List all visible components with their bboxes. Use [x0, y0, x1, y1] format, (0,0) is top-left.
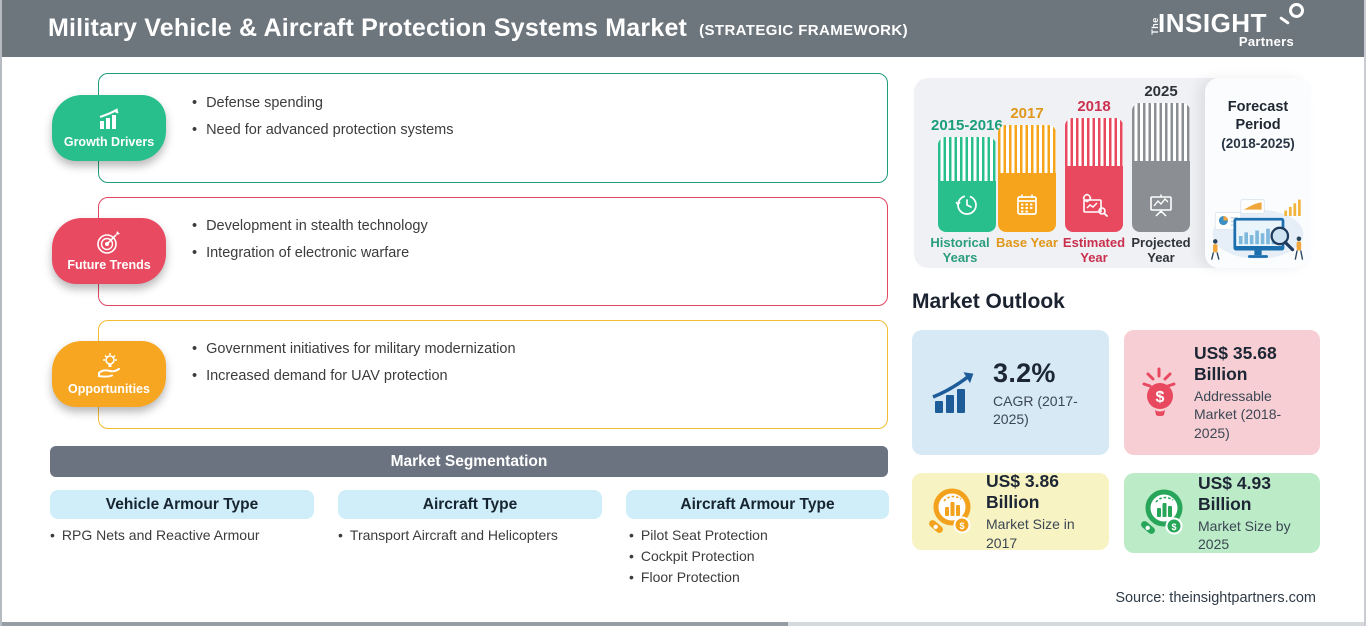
horizontal-scrollbar-track[interactable] [2, 622, 1364, 626]
magnifier-handle-icon [1279, 16, 1290, 25]
magnifier-chart-icon: $ [1141, 489, 1183, 535]
vehicle-armour-list: RPG Nets and Reactive Armour [50, 525, 260, 546]
bar-stripes [937, 137, 996, 181]
cagr-card: 3.2% CAGR (2017-2025) [912, 330, 1109, 455]
list-item: Increased demand for UAV protection [192, 368, 516, 384]
growth-arrow-chart-icon [932, 371, 974, 413]
list-item: Integration of electronic warfare [192, 245, 428, 261]
presentation-chart-icon [1150, 194, 1172, 217]
card-text: US$ 35.68 Billion Addressable Market (20… [1194, 343, 1312, 442]
list-item: Cockpit Protection [629, 546, 768, 567]
pill-label: Growth Drivers [63, 135, 155, 149]
forecast-title: Forecast Period [1227, 99, 1289, 134]
timeline-bar-base: 2017 [998, 105, 1056, 232]
header-bar: Military Vehicle & Aircraft Protection S… [2, 0, 1364, 57]
dollar-bulb-icon: $ [1142, 367, 1176, 416]
growth-drivers-list: Defense spending Need for advanced prote… [192, 95, 454, 149]
magnifier-icon [1289, 3, 1304, 18]
market-outlook-title: Market Outlook [912, 290, 1065, 313]
source-attribution: Source: theinsightpartners.com [1115, 590, 1316, 606]
segment-header-aircraft-type: Aircraft Type [338, 490, 602, 519]
opportunities-list: Government initiatives for military mode… [192, 341, 516, 395]
segment-header-vehicle-armour: Vehicle Armour Type [50, 490, 314, 519]
bar-caption: Estimated Year [1062, 235, 1126, 265]
segment-header-aircraft-armour: Aircraft Armour Type [626, 490, 889, 519]
bar-stripes [998, 125, 1056, 173]
market-size-2025-card: $ US$ 4.93 Billion Market Size by 2025 [1124, 473, 1320, 553]
timeline-bar-estimated: 2018 [1065, 98, 1123, 232]
addressable-market-card: $ US$ 35.68 Billion Addressable Market (… [1124, 330, 1320, 455]
list-item: Government initiatives for military mode… [192, 341, 515, 357]
bulb-hand-icon [98, 353, 120, 378]
svg-text:$: $ [1156, 389, 1165, 406]
bar-stripes [1065, 118, 1123, 166]
list-item: Defense spending [192, 95, 454, 111]
forecast-range: (2018-2025) [1221, 136, 1295, 151]
list-item: Transport Aircraft and Helicopters [338, 525, 558, 546]
svg-text:$: $ [959, 521, 964, 531]
card-text: US$ 3.86 Billion Market Size in 2017 [986, 471, 1109, 551]
timeline-panel: 2015-2016 2017 [914, 78, 1311, 268]
analysts-illustration [1210, 199, 1304, 260]
estimate-gear-icon [1082, 193, 1108, 217]
pill-label: Future Trends [67, 258, 151, 272]
bar-year-label: 2017 [1010, 105, 1044, 122]
market-size-2025-value: US$ 4.93 Billion [1198, 472, 1271, 514]
logo-sub-text: Partners [1238, 34, 1294, 49]
bar-caption: Historical Years [930, 235, 990, 265]
horizontal-scrollbar-thumb[interactable] [2, 622, 788, 626]
list-item: Pilot Seat Protection [629, 525, 768, 546]
future-trends-pill: Future Trends [52, 218, 166, 284]
list-item: Need for advanced protection systems [192, 122, 453, 138]
market-segmentation-bar: Market Segmentation [50, 446, 888, 477]
addressable-desc: Addressable Market (2018-2025) [1194, 388, 1282, 441]
market-size-2017-card: $ US$ 3.86 Billion Market Size in 2017 [912, 471, 1109, 551]
company-logo: The INSIGHT Partners [1150, 3, 1304, 50]
forecast-period-card: Forecast Period (2018-2025) [1205, 78, 1311, 268]
timeline-bar-projected: 2025 [1132, 83, 1190, 232]
aircraft-type-list: Transport Aircraft and Helicopters [338, 525, 558, 546]
svg-text:$: $ [1171, 522, 1176, 532]
market-size-2017-desc: Market Size in 2017 [986, 516, 1075, 551]
aircraft-armour-list: Pilot Seat Protection Cockpit Protection… [629, 525, 768, 588]
opportunities-pill: Opportunities [52, 341, 166, 407]
cagr-value: 3.2% [993, 358, 1056, 389]
bar-body [937, 137, 996, 232]
bar-chart-growth-icon [99, 108, 119, 129]
market-size-2017-value: US$ 3.86 Billion [986, 471, 1059, 513]
bar-body [998, 125, 1056, 232]
list-item: Development in stealth technology [192, 218, 428, 234]
addressable-value: US$ 35.68 Billion [1194, 343, 1277, 385]
card-text: 3.2% CAGR (2017-2025) [993, 357, 1109, 428]
magnifier-chart-icon: $ [929, 488, 971, 533]
bar-body [1065, 118, 1123, 232]
market-size-2025-desc: Market Size by 2025 [1198, 517, 1291, 552]
bar-stripes [1132, 103, 1190, 161]
bar-caption: Base Year [996, 235, 1058, 250]
clock-history-icon [955, 195, 977, 215]
card-text: US$ 4.93 Billion Market Size by 2025 [1198, 473, 1316, 553]
bar-body [1132, 103, 1190, 232]
bar-year-label: 2015-2016 [931, 117, 1003, 134]
future-trends-list: Development in stealth technology Integr… [192, 218, 428, 272]
bar-year-label: 2025 [1144, 83, 1178, 100]
timeline-bar-historical: 2015-2016 [931, 117, 1003, 232]
calendar-icon [1017, 194, 1037, 215]
target-dart-icon [97, 231, 120, 254]
bar-year-label: 2018 [1077, 98, 1111, 115]
list-item: Floor Protection [629, 567, 768, 588]
pill-label: Opportunities [68, 382, 150, 396]
growth-drivers-pill: Growth Drivers [52, 95, 166, 161]
page-title: Military Vehicle & Aircraft Protection S… [48, 14, 688, 42]
bar-caption: Projected Year [1131, 235, 1191, 265]
list-item: RPG Nets and Reactive Armour [50, 525, 260, 546]
page-subtitle: (STRATEGIC FRAMEWORK) [699, 21, 909, 39]
logo-main-text: INSIGHT [1158, 8, 1267, 38]
cagr-desc: CAGR (2017-2025) [993, 392, 1078, 427]
